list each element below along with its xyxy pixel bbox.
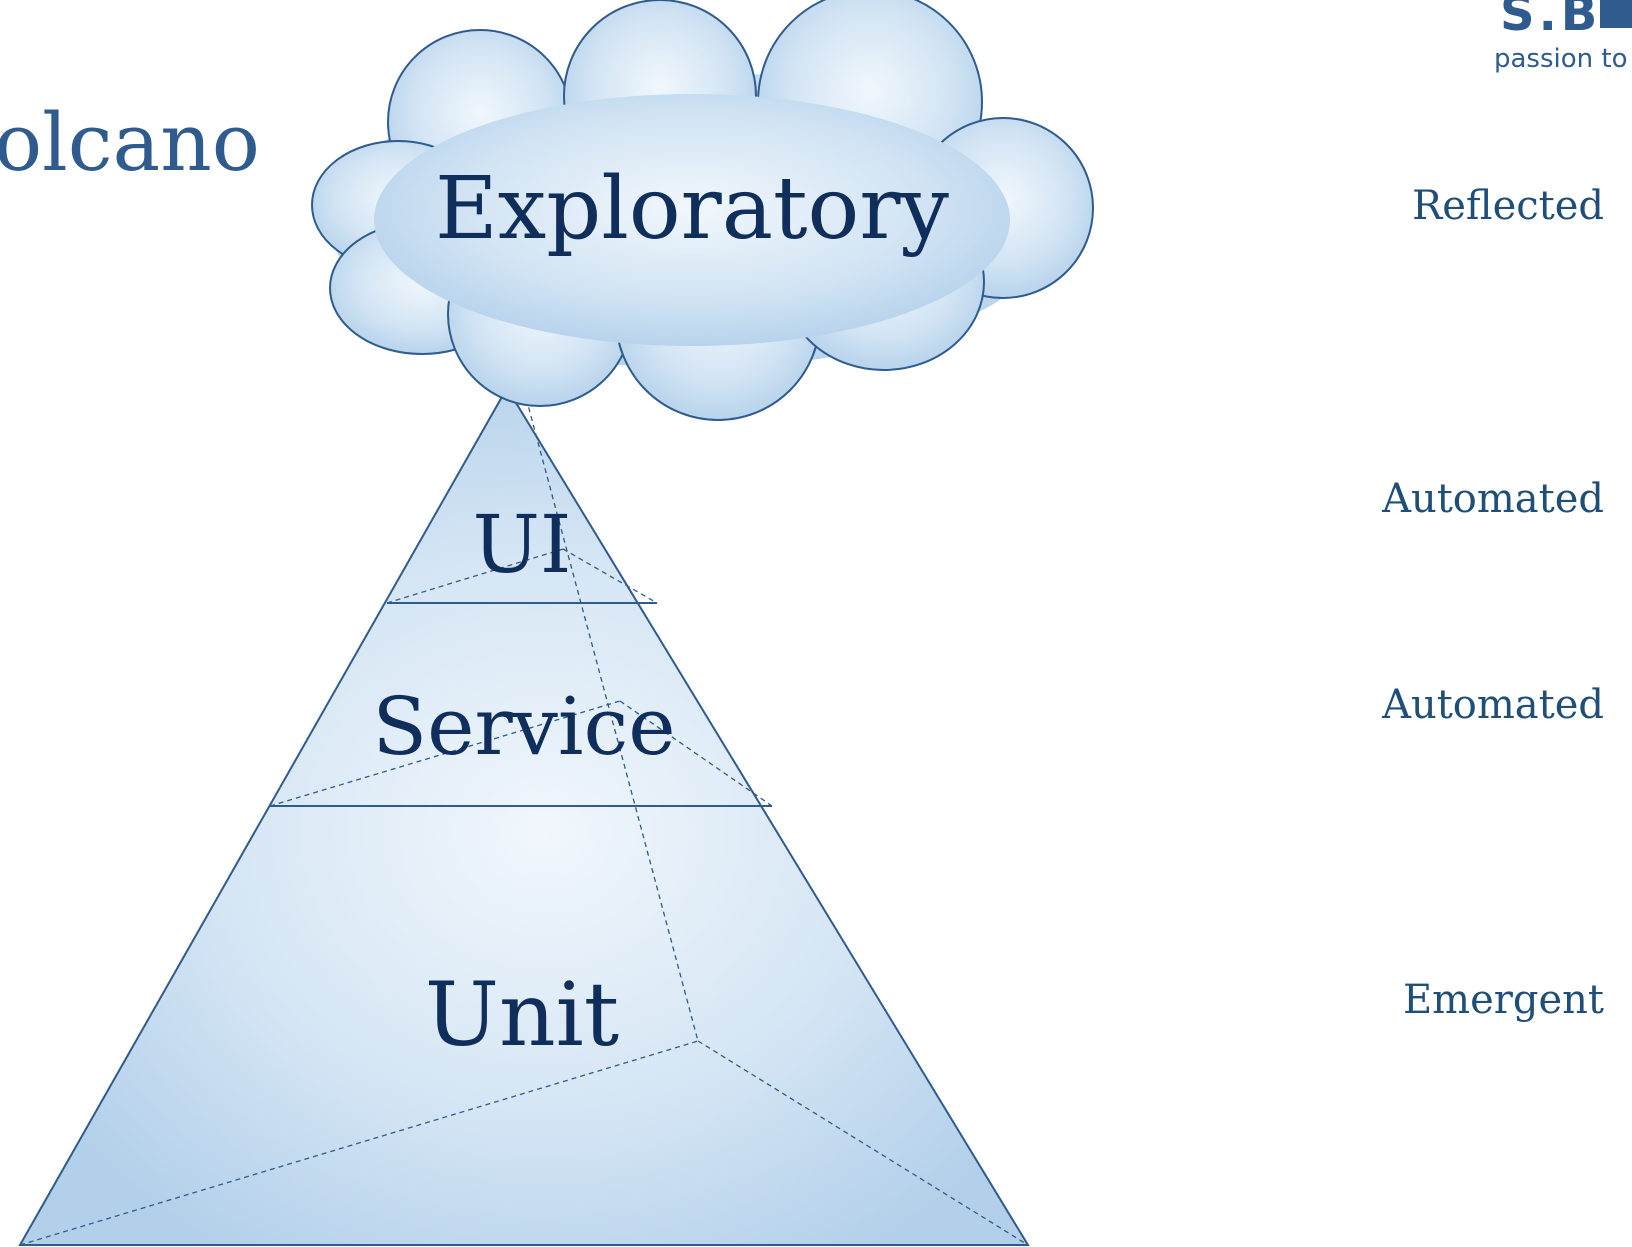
cloud-label: Exploratory bbox=[435, 159, 949, 259]
slide-title: olcano bbox=[0, 96, 260, 189]
logo-mark: S.B bbox=[1500, 0, 1602, 42]
logo-tagline: passion to bbox=[1494, 44, 1628, 74]
exploratory-cloud bbox=[311, 0, 1094, 421]
side-label-exploratory: Reflected bbox=[1412, 183, 1604, 229]
logo-block-shape bbox=[1600, 0, 1632, 28]
side-label-unit: Emergent bbox=[1402, 977, 1604, 1023]
layer-label-service: Service bbox=[372, 680, 675, 773]
pyramid-hidden-edges bbox=[19, 389, 1029, 1246]
side-label-ui: Automated bbox=[1382, 476, 1604, 522]
layer-label-unit: Unit bbox=[425, 963, 619, 1066]
pyramid-body bbox=[18, 386, 1030, 1246]
side-label-service: Automated bbox=[1382, 682, 1604, 728]
layer-label-ui: UI bbox=[472, 498, 571, 591]
company-logo: S.B passion to bbox=[1490, 0, 1632, 90]
